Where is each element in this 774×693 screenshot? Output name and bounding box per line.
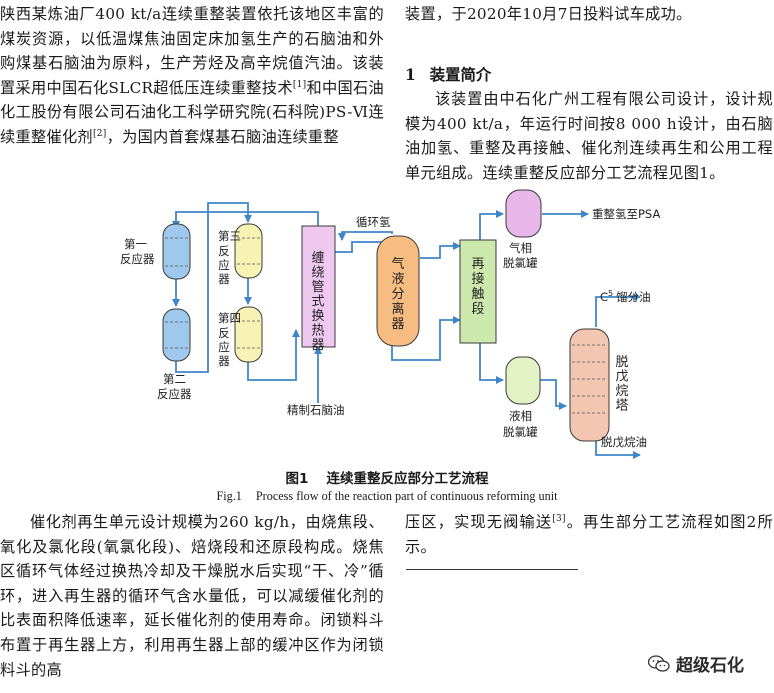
reactor-4-label-char: 器 (218, 354, 230, 368)
refined-naphtha-label: 精制石脑油 (287, 403, 345, 417)
depentanizer-label-char: 脱 (615, 355, 628, 370)
regen-paragraph: 催化剂再生单元设计规模为260 kg/h，由烧焦段、氧化及氯化段(氧氯化段)、焙… (0, 513, 384, 679)
separator-label-char: 气 (391, 256, 404, 272)
reactor-3 (234, 223, 263, 279)
section-title: 装置简介 (429, 66, 492, 84)
depentanized-oil-label: 脱戊烷油 (601, 435, 647, 449)
reactor-2-label-line1: 第二 (163, 372, 186, 386)
heat-exchanger-label-char: 器 (311, 338, 324, 353)
reactor-4-label-char: 反 (218, 326, 230, 340)
footnote-rule (406, 569, 578, 570)
reactor-4-label: 第四 (218, 311, 241, 325)
watermark: 超级石化 (648, 651, 744, 676)
watermark-text: 超级石化 (676, 656, 744, 676)
citation-3: [3] (552, 513, 566, 524)
separator-label-char: 离 (391, 301, 404, 317)
reactor-2-label-line2: 反应器 (157, 387, 192, 401)
liquid-drum-label-line2: 脱氯罐 (503, 425, 538, 439)
section-number: 1 (405, 66, 416, 84)
depentanizer-column (569, 328, 610, 442)
heat-exchanger-label-char: 绕 (311, 266, 324, 281)
separator-label-char: 分 (391, 287, 404, 302)
reactor-4 (234, 306, 263, 363)
reactor-3-label: 第三 (218, 229, 241, 243)
depentanizer-label-char: 塔 (615, 399, 628, 414)
citation-2: [2] (92, 128, 107, 139)
liquid-dechlorination-drum (505, 356, 541, 405)
reactor-4-label-char: 应 (218, 340, 230, 354)
heat-exchanger-label-char: 热 (311, 324, 324, 339)
recontact-label-char: 触 (471, 287, 484, 302)
reactor-1-label-line2: 反应器 (120, 252, 155, 266)
liquid-drum-label-line1: 液相 (509, 409, 532, 423)
separator-label-char: 液 (391, 272, 404, 287)
recycle-hydrogen-label: 循环氢 (356, 215, 391, 229)
reactor-3-label-char: 应 (218, 258, 230, 272)
depentanizer-label-char: 戊 (615, 370, 628, 385)
reactor-2 (162, 308, 191, 362)
heat-exchanger-label-char: 管 (311, 280, 324, 295)
gas-drum-label-line1: 气相 (509, 241, 532, 255)
gas-drum-label-line2: 脱氯罐 (503, 256, 538, 270)
wechat-icon (648, 654, 670, 672)
reactor-3-label-char: 器 (218, 272, 230, 286)
reactor-4-vertical-label: 反应器 (218, 326, 230, 368)
recontact-label-char: 再 (471, 257, 484, 272)
svg-text:第四: 第四 (218, 311, 241, 325)
section-heading: 1 装置简介 (405, 63, 491, 85)
heat-exchanger-label-char: 式 (311, 295, 324, 310)
section1-paragraph: 该装置由中石化广州工程有限公司设计，设计规模为400 kt/a，年运行时间按8 … (405, 90, 773, 182)
separator-label-char: 器 (391, 317, 404, 332)
heat-exchanger-label-char: 换 (311, 309, 324, 324)
depentanizer-label-char: 烷 (615, 384, 628, 399)
reactor-1-label-line1: 第一 (124, 237, 147, 251)
reactor-1 (162, 223, 191, 280)
reactor-3-label-char: 反 (218, 244, 230, 258)
recontact-label-char: 接 (471, 271, 484, 287)
svg-text:第三: 第三 (218, 229, 241, 243)
hydrogen-to-psa-label: 重整氢至PSA (592, 207, 660, 221)
recontact-label-char: 段 (471, 302, 484, 317)
intro-paragraph: 陕西某炼油厂400 kt/a连续重整装置依托该地区丰富的煤炭资源，以低温煤焦油固… (0, 5, 385, 146)
heat-exchanger-label-char: 缠 (311, 250, 324, 266)
citation-1: [1] (292, 79, 307, 90)
intro-continuation: 装置，于2020年10月7日投料试车成功。 (405, 5, 692, 23)
heat-exchanger (301, 225, 336, 348)
gas-dechlorination-drum (505, 189, 542, 238)
recontact-section (459, 239, 497, 344)
reactor-3-vertical-label: 反应器 (218, 244, 230, 286)
gas-liquid-separator (376, 235, 420, 347)
regen-continuation: 压区，实现无阀输送[3]。再生部分工艺流程如图2所示。 (405, 513, 773, 556)
